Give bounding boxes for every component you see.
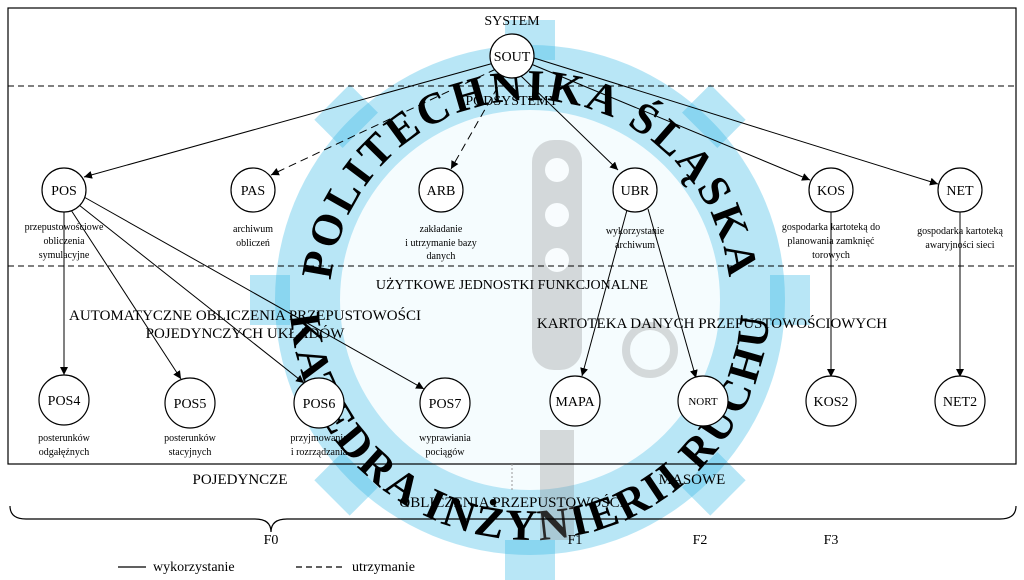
node-desc-line: torowych bbox=[812, 250, 850, 261]
node-label: POS6 bbox=[303, 397, 336, 412]
node-pos6[interactable]: POS6 przyjmowania i rozrządzania bbox=[290, 377, 348, 458]
node-desc-line: danych bbox=[427, 251, 456, 262]
node-label: NET2 bbox=[943, 395, 977, 410]
node-label: POS bbox=[51, 184, 77, 199]
node-label: SOUT bbox=[494, 50, 531, 65]
node-desc-line: przepustowościowe bbox=[25, 222, 104, 233]
edge-sout-pas bbox=[270, 68, 497, 176]
node-desc-line: awaryjności sieci bbox=[925, 240, 994, 251]
node-pos5[interactable]: POS5 posterunków stacyjnych bbox=[164, 377, 217, 458]
node-desc-line: archiwum bbox=[615, 240, 655, 251]
legend: wykorzystanie utrzymanie bbox=[118, 560, 415, 575]
node-desc-line: posterunków bbox=[38, 433, 90, 444]
edge-sout-pos bbox=[83, 62, 495, 179]
node-net[interactable]: NET gospodarka kartoteką awaryjności sie… bbox=[917, 167, 1003, 251]
node-kos2[interactable]: KOS2 bbox=[805, 375, 857, 427]
node-desc-line: pociągów bbox=[426, 447, 466, 458]
node-desc-line: i utrzymanie bazy bbox=[405, 238, 477, 249]
group-label-kartoteka: KARTOTEKA DANYCH PRZEPUSTOWOŚCIOWYCH bbox=[537, 315, 887, 332]
node-desc-line: gospodarka kartoteką do bbox=[782, 222, 880, 233]
node-pos4[interactable]: POS4 posterunków odgałęźnych bbox=[38, 374, 91, 458]
label-single: POJEDYNCZE bbox=[192, 472, 287, 488]
node-desc-line: i rozrządzania bbox=[291, 447, 348, 458]
node-desc-line: wyprawiania bbox=[419, 433, 471, 444]
legend-dashed-label: utrzymanie bbox=[352, 560, 415, 575]
edge-ubr-nort bbox=[647, 208, 698, 379]
group-label-automatic-1: AUTOMATYCZNE OBLICZENIA PRZEPUSTOWOŚCI bbox=[69, 307, 421, 324]
node-desc-line: gospodarka kartoteką bbox=[917, 226, 1003, 237]
node-kos[interactable]: KOS gospodarka kartoteką do planowania z… bbox=[782, 167, 880, 261]
node-label: UBR bbox=[621, 184, 650, 199]
legend-solid-label: wykorzystanie bbox=[153, 560, 235, 575]
node-desc-line: odgałęźnych bbox=[39, 447, 90, 458]
node-desc-line: przyjmowania bbox=[290, 433, 348, 444]
node-desc-line: zakładanie bbox=[420, 224, 463, 235]
edge-pos-pos7 bbox=[83, 196, 425, 390]
node-pos[interactable]: POS przepustowościowe obliczenia symulac… bbox=[25, 167, 104, 261]
edge-sout-arb bbox=[450, 75, 505, 170]
node-arb[interactable]: ARB zakładanie i utrzymanie bazy danych bbox=[405, 167, 477, 262]
node-desc-line: posterunków bbox=[164, 433, 216, 444]
node-label: POS5 bbox=[174, 397, 207, 412]
edge-pos-pos5 bbox=[70, 209, 182, 380]
group-label-automatic-2: POJEDYNCZYCH UKŁADÓW bbox=[146, 325, 346, 342]
node-label: KOS bbox=[817, 184, 845, 199]
node-net2[interactable]: NET2 bbox=[934, 375, 986, 427]
edge-sout-ubr bbox=[520, 75, 619, 171]
label-f0: F0 bbox=[264, 533, 279, 548]
signal-icon bbox=[532, 140, 678, 540]
node-mapa[interactable]: MAPA bbox=[549, 375, 601, 427]
node-label: ARB bbox=[427, 184, 456, 199]
node-label: POS7 bbox=[429, 397, 462, 412]
edges bbox=[60, 57, 964, 390]
edge-ubr-mapa bbox=[580, 209, 628, 377]
node-desc-line: wykorzystanie bbox=[606, 226, 665, 237]
label-f1: F1 bbox=[568, 533, 583, 548]
node-ubr[interactable]: UBR wykorzystanie archiwum bbox=[606, 167, 665, 251]
edge-sout-kos bbox=[530, 63, 811, 181]
edge-sout-net bbox=[533, 57, 939, 186]
node-desc-line: obliczeń bbox=[236, 238, 270, 249]
label-mass: MASOWE bbox=[659, 472, 726, 488]
brace bbox=[9, 505, 1017, 533]
node-label: PAS bbox=[241, 184, 265, 199]
node-pas[interactable]: PAS archiwum obliczeń bbox=[230, 167, 276, 249]
label-f2: F2 bbox=[693, 533, 708, 548]
node-pos7[interactable]: POS7 wyprawiania pociągów bbox=[419, 377, 471, 458]
edge-pos-pos6 bbox=[78, 204, 305, 384]
node-label: KOS2 bbox=[813, 395, 848, 410]
label-f3: F3 bbox=[824, 533, 839, 548]
node-label: POS4 bbox=[48, 394, 81, 409]
node-desc-line: stacyjnych bbox=[169, 447, 212, 458]
node-desc-line: symulacyjne bbox=[39, 250, 90, 261]
node-label: NET bbox=[946, 184, 974, 199]
label-calculations: OBLICZENIA PRZEPUSTOWOŚCI bbox=[399, 494, 624, 511]
node-nort[interactable]: NORT bbox=[677, 375, 729, 427]
node-label: MAPA bbox=[555, 395, 595, 410]
node-label: NORT bbox=[688, 396, 718, 408]
level-label-system: SYSTEM bbox=[484, 14, 540, 29]
node-desc-line: planowania zamknięć bbox=[788, 236, 875, 247]
node-desc-line: obliczenia bbox=[43, 236, 85, 247]
node-sout[interactable]: SOUT bbox=[489, 33, 535, 79]
level-label-functional-units: UŻYTKOWE JEDNOSTKI FUNKCJONALNE bbox=[376, 277, 648, 293]
node-desc-line: archiwum bbox=[233, 224, 273, 235]
level-label-subsystems: PODSYSTEMY bbox=[465, 94, 558, 109]
